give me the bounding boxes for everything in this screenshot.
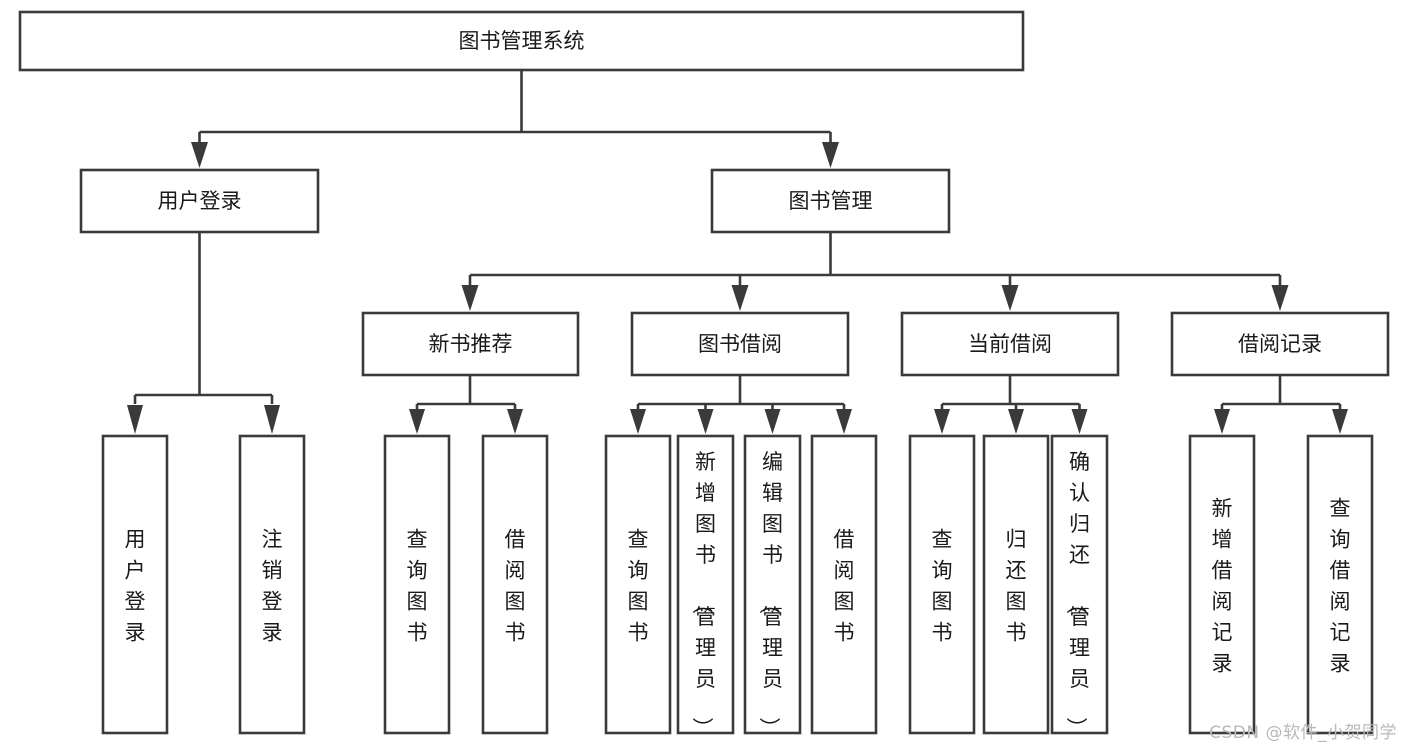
arrow-to-leaf-borrow-books-1 bbox=[507, 409, 523, 434]
arrow-to-leaf-query-books-1 bbox=[409, 409, 425, 434]
node-leaf-query-books-3[interactable]: 查询图书 bbox=[908, 434, 976, 735]
leaf-confirm-return-admin-label: 确认归还（管理员） bbox=[1064, 450, 1090, 738]
connector-layer bbox=[127, 70, 1348, 434]
new-book-recommend-label: 新书推荐 bbox=[429, 332, 513, 356]
node-book-management[interactable]: 图书管理 bbox=[710, 168, 951, 234]
connector-user-login-bus bbox=[133, 232, 274, 404]
connector-new-book-recommend-bus bbox=[415, 375, 517, 410]
book-management-box[interactable] bbox=[710, 168, 951, 234]
arrow-to-book-management bbox=[822, 142, 839, 168]
user-login-label: 用户登录 bbox=[158, 189, 242, 213]
leaf-borrow-books-2-label: 借阅图书 bbox=[834, 528, 855, 645]
node-leaf-return-books[interactable]: 归还图书 bbox=[982, 434, 1050, 735]
arrow-to-book-borrow bbox=[731, 285, 749, 311]
arrow-to-leaf-query-books-2 bbox=[630, 409, 646, 434]
connector-borrow-record-bus bbox=[1220, 375, 1342, 410]
leaf-query-books-3-box[interactable] bbox=[908, 434, 976, 735]
node-new-book-recommend[interactable]: 新书推荐 bbox=[361, 311, 580, 377]
arrow-to-leaf-logout-login bbox=[264, 405, 280, 434]
node-leaf-add-borrow-record[interactable]: 新增借阅记录 bbox=[1188, 434, 1256, 735]
user-login-box[interactable] bbox=[79, 168, 320, 234]
connector-current-borrow-bus bbox=[940, 375, 1081, 410]
arrow-to-leaf-user-login bbox=[127, 405, 143, 434]
node-borrow-record[interactable]: 借阅记录 bbox=[1170, 311, 1390, 377]
current-borrow-box[interactable] bbox=[900, 311, 1120, 377]
leaf-query-books-3-label: 查询图书 bbox=[932, 528, 953, 645]
leaf-return-books-box[interactable] bbox=[982, 434, 1050, 735]
leaf-layer: 用户登录 注销登录 查询图书 借阅图书 查询图书 新增图书（管理员） bbox=[101, 434, 1374, 738]
leaf-borrow-books-2-box[interactable] bbox=[810, 434, 878, 735]
node-current-borrow[interactable]: 当前借阅 bbox=[900, 311, 1120, 377]
arrow-to-leaf-confirm-return-admin bbox=[1071, 409, 1088, 434]
leaf-query-books-2-label: 查询图书 bbox=[628, 528, 649, 645]
current-borrow-label: 当前借阅 bbox=[968, 332, 1052, 356]
leaf-logout-login-label: 注销登录 bbox=[262, 528, 283, 645]
node-leaf-logout-login[interactable]: 注销登录 bbox=[238, 434, 306, 735]
leaf-edit-book-admin-box[interactable] bbox=[743, 434, 802, 735]
leaf-add-book-admin-label: 新增图书（管理员） bbox=[690, 450, 716, 738]
arrow-to-leaf-edit-book-admin bbox=[764, 409, 781, 434]
node-leaf-query-borrow-record[interactable]: 查询借阅记录 bbox=[1306, 434, 1374, 735]
node-leaf-add-book-admin[interactable]: 新增图书（管理员） bbox=[676, 434, 735, 738]
arrow-to-leaf-borrow-books-2 bbox=[836, 409, 852, 434]
leaf-add-borrow-record-box[interactable] bbox=[1188, 434, 1256, 735]
node-leaf-borrow-books-2[interactable]: 借阅图书 bbox=[810, 434, 878, 735]
leaf-confirm-return-admin-box[interactable] bbox=[1050, 434, 1109, 735]
connector-book-borrow-bus bbox=[636, 375, 846, 410]
node-user-login[interactable]: 用户登录 bbox=[79, 168, 320, 234]
node-leaf-query-books-2[interactable]: 查询图书 bbox=[604, 434, 672, 735]
leaf-user-login-box[interactable] bbox=[101, 434, 169, 735]
book-borrow-label: 图书借阅 bbox=[698, 332, 782, 356]
leaf-logout-login-box[interactable] bbox=[238, 434, 306, 735]
arrow-to-leaf-add-borrow-record bbox=[1214, 409, 1230, 434]
borrow-record-label: 借阅记录 bbox=[1238, 332, 1322, 356]
arrow-to-leaf-add-book-admin bbox=[697, 409, 714, 434]
node-leaf-confirm-return-admin[interactable]: 确认归还（管理员） bbox=[1050, 434, 1109, 738]
connector-book-management-bus bbox=[468, 232, 1282, 285]
leaf-query-books-2-box[interactable] bbox=[604, 434, 672, 735]
leaf-borrow-books-1-box[interactable] bbox=[481, 434, 549, 735]
node-leaf-borrow-books-1[interactable]: 借阅图书 bbox=[481, 434, 549, 735]
arrow-to-leaf-query-books-3 bbox=[934, 409, 950, 434]
leaf-query-borrow-record-box[interactable] bbox=[1306, 434, 1374, 735]
leaf-query-books-1-label: 查询图书 bbox=[407, 528, 428, 645]
node-leaf-user-login[interactable]: 用户登录 bbox=[101, 434, 169, 735]
book-management-label: 图书管理 bbox=[789, 189, 873, 213]
borrow-record-box[interactable] bbox=[1170, 311, 1390, 377]
arrow-to-leaf-query-borrow-record bbox=[1332, 409, 1348, 434]
connector-root-bus bbox=[198, 70, 832, 142]
leaf-edit-book-admin-label: 编辑图书（管理员） bbox=[757, 450, 783, 738]
leaf-return-books-label: 归还图书 bbox=[1006, 528, 1027, 645]
leaf-add-book-admin-box[interactable] bbox=[676, 434, 735, 735]
node-leaf-query-books-1[interactable]: 查询图书 bbox=[383, 434, 451, 735]
arrow-to-new-book-recommend bbox=[461, 285, 479, 311]
root-label: 图书管理系统 bbox=[459, 29, 585, 53]
leaf-user-login-label: 用户登录 bbox=[125, 528, 146, 645]
leaf-borrow-books-1-label: 借阅图书 bbox=[505, 528, 526, 645]
arrow-to-user-login bbox=[191, 142, 208, 168]
leaf-add-borrow-record-label: 新增借阅记录 bbox=[1212, 497, 1233, 676]
node-book-borrow[interactable]: 图书借阅 bbox=[630, 311, 850, 377]
leaf-query-borrow-record-label: 查询借阅记录 bbox=[1330, 497, 1351, 676]
leaf-query-books-1-box[interactable] bbox=[383, 434, 451, 735]
book-borrow-box[interactable] bbox=[630, 311, 850, 377]
arrow-to-borrow-record bbox=[1271, 285, 1289, 311]
new-book-recommend-box[interactable] bbox=[361, 311, 580, 377]
arrow-to-current-borrow bbox=[1001, 285, 1019, 311]
root-box[interactable] bbox=[18, 10, 1025, 72]
arrow-to-leaf-return-books bbox=[1008, 409, 1024, 434]
csdn-watermark: CSDN @软件_小贺同学 bbox=[1209, 723, 1397, 743]
node-root[interactable]: 图书管理系统 bbox=[18, 10, 1025, 72]
node-leaf-edit-book-admin[interactable]: 编辑图书（管理员） bbox=[743, 434, 802, 738]
